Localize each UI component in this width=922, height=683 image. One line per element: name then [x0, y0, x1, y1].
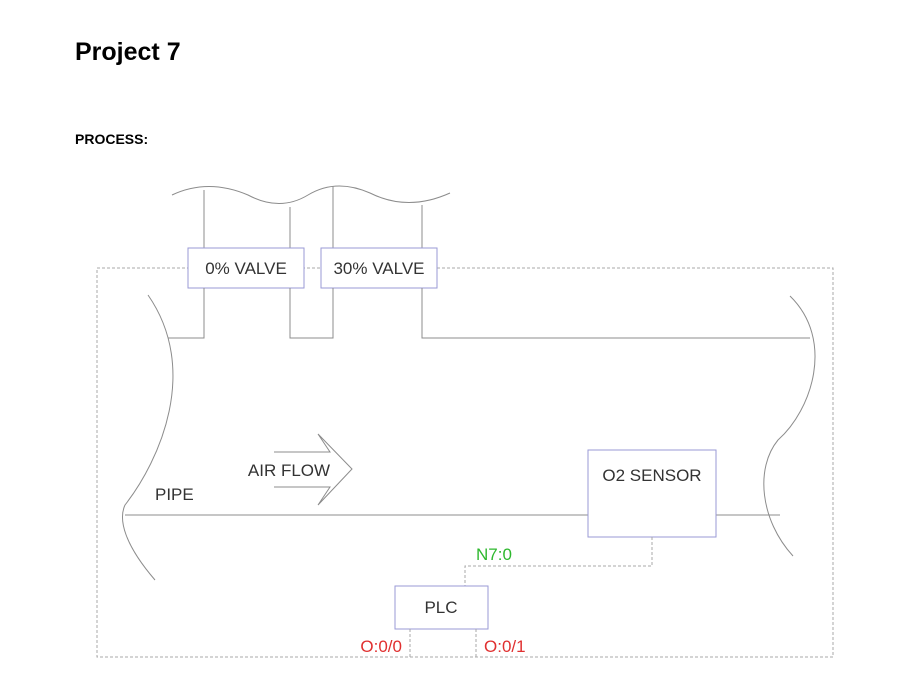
sensor-signal-tag: N7:0 — [476, 545, 512, 564]
valve-left-outlet — [168, 288, 205, 339]
pipe-label: PIPE — [155, 485, 194, 504]
o2-sensor-label: O2 SENSOR — [602, 466, 701, 485]
page-title: Project 7 — [75, 38, 181, 66]
control-loop-boundary — [96, 267, 834, 658]
valve-junction — [289, 288, 334, 339]
plc-label: PLC — [424, 598, 457, 617]
plc-output-right-tag: O:0/1 — [484, 637, 526, 656]
supply-wave — [171, 185, 451, 204]
section-heading: PROCESS: — [75, 131, 149, 147]
valve-left-label: 0% VALVE — [205, 259, 287, 278]
valve-left-box — [187, 247, 305, 289]
o2-sensor-box — [587, 449, 717, 538]
valve-right-label: 30% VALVE — [333, 259, 424, 278]
pipe-right-end — [763, 295, 816, 557]
plc-output-left-tag: O:0/0 — [360, 637, 402, 656]
valve-right-box — [320, 247, 438, 289]
airflow-label: AIR FLOW — [248, 461, 330, 480]
sensor-signal-line — [464, 537, 653, 586]
plc-box — [394, 585, 489, 630]
airflow-arrow — [274, 433, 353, 506]
valve-right-outlet — [421, 288, 810, 339]
pipe-left-end — [122, 294, 174, 581]
